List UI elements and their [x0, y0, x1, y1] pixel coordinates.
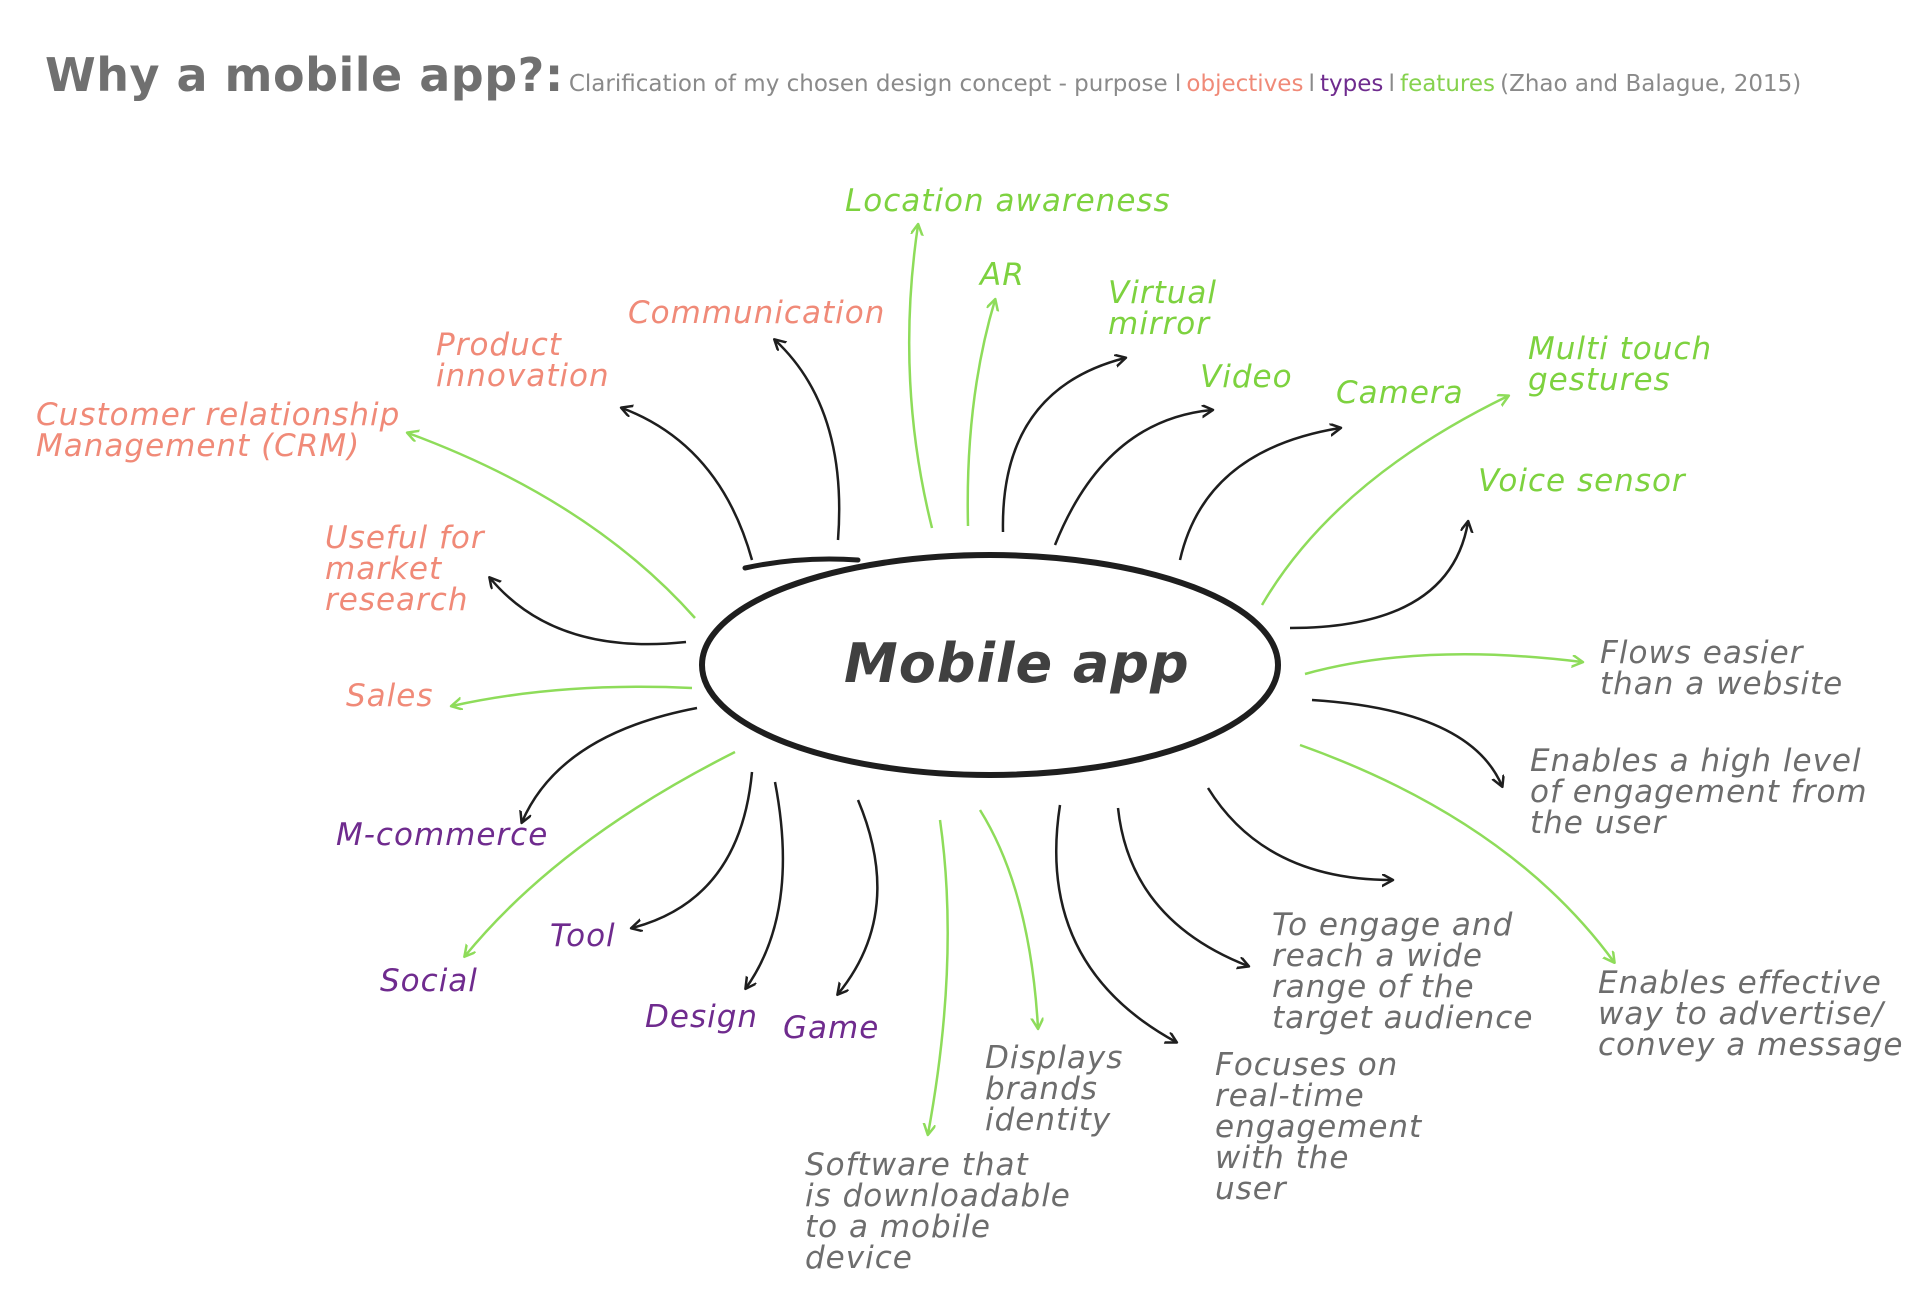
arrow-software	[928, 819, 949, 1134]
page-title: Why a mobile app?:	[45, 48, 564, 102]
label-game: Game	[783, 1010, 880, 1046]
subtitle-types: types	[1320, 71, 1384, 97]
arrow-ar	[966, 300, 995, 527]
subtitle-separator: l	[1308, 71, 1315, 97]
arrow-game	[838, 799, 879, 994]
subtitle-features: features	[1399, 71, 1495, 97]
arrow-user	[1055, 804, 1176, 1042]
subtitle-objectives: objectives	[1186, 71, 1304, 97]
arrow-voice	[1289, 522, 1468, 630]
center-ellipse	[699, 552, 1281, 778]
arrow-realtime	[1116, 807, 1248, 966]
arrow-camera	[1178, 428, 1340, 561]
arrow-video	[1053, 410, 1212, 546]
arrow-brand	[978, 809, 1038, 1028]
arrow-multitouch	[1260, 396, 1508, 606]
label-mcommerce: M-commerce	[336, 817, 549, 853]
arrow-crm	[408, 433, 696, 619]
arrow-mcommerce	[522, 706, 698, 822]
page-header: Why a mobile app?: Clarification of my c…	[45, 48, 1801, 102]
arrow-reach	[1206, 787, 1392, 880]
label-tool: Tool	[550, 918, 616, 954]
label-location-awareness: Location awareness	[845, 183, 1171, 219]
label-sales: Sales	[346, 678, 434, 714]
label-video: Video	[1200, 359, 1293, 395]
center-ellipse-stroke	[742, 556, 861, 571]
arrow-advertise	[1299, 743, 1614, 962]
arrow-social	[465, 750, 736, 956]
arrow-mirror	[1001, 358, 1125, 533]
label-design: Design	[645, 999, 759, 1035]
label-voice-sensor: Voice sensor	[1478, 463, 1686, 499]
arrow-flows	[1304, 653, 1582, 676]
label-social: Social	[380, 963, 478, 999]
label-camera: Camera	[1336, 375, 1464, 411]
arrow-sales	[452, 685, 693, 706]
arrow-location	[907, 225, 934, 529]
arrow-tool	[632, 771, 754, 928]
arrow-market	[490, 578, 687, 646]
arrow-engagement	[1311, 698, 1502, 786]
label-communication: Communication	[628, 295, 886, 331]
arrow-design	[746, 781, 785, 988]
subtitle-separator: l	[1388, 71, 1395, 97]
label-ar: AR	[980, 257, 1025, 293]
arrow-product	[622, 408, 754, 561]
center-label: Mobile app	[844, 632, 1190, 695]
arrow-communication	[775, 340, 841, 541]
subtitle-prefix: Clarification of my chosen design concep…	[568, 71, 1182, 97]
subtitle-citation: (Zhao and Balague, 2015)	[1500, 71, 1802, 97]
